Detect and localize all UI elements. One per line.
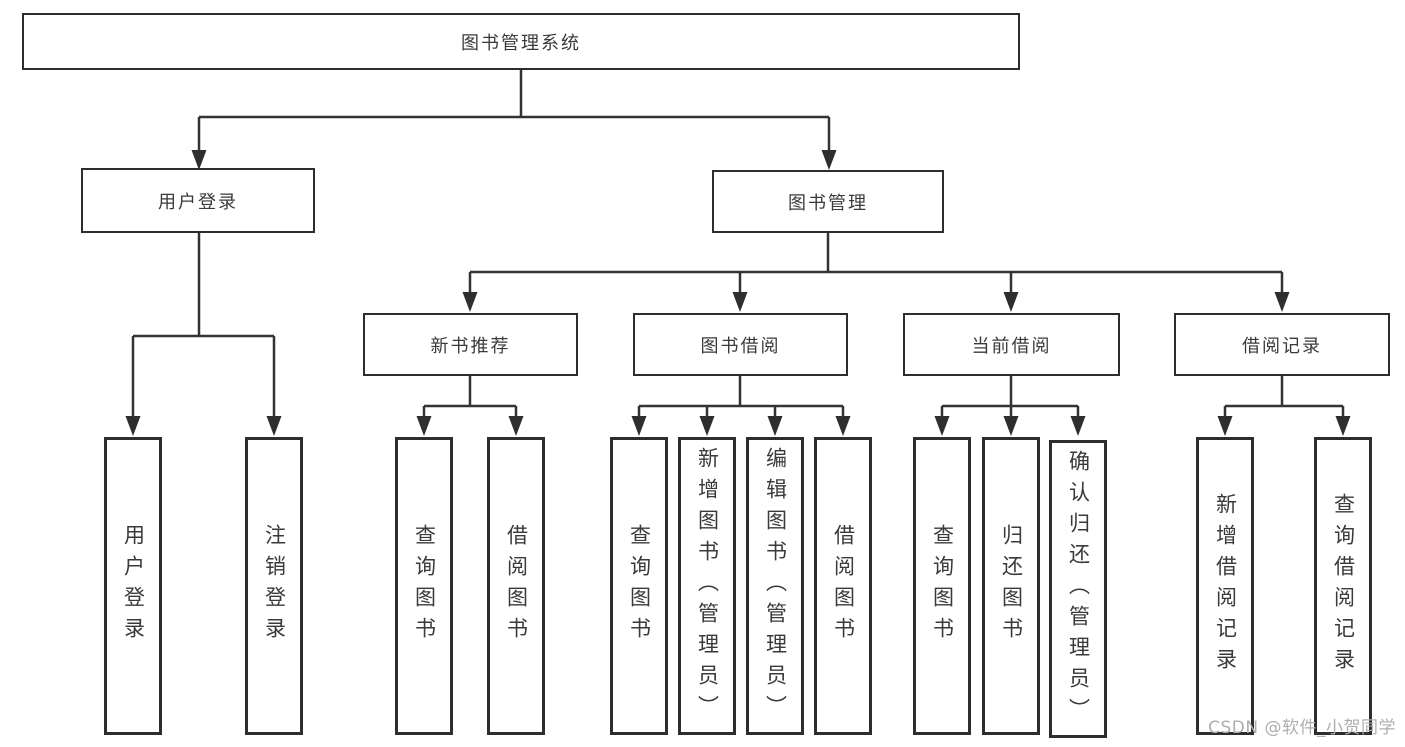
- leaf-confirm-return-admin: 确认归还（管理员）: [1049, 440, 1107, 738]
- node-book-management: 图书管理: [712, 170, 944, 233]
- node-current-borrowing: 当前借阅: [903, 313, 1120, 376]
- leaf-edit-books-admin: 编辑图书（管理员）: [746, 437, 804, 735]
- leaf-borrowing-borrow-books: 借阅图书: [814, 437, 872, 735]
- leaf-current-query-books: 查询图书: [913, 437, 971, 735]
- csdn-watermark: CSDN @软件_小贺同学: [1208, 718, 1396, 738]
- node-user-login: 用户登录: [81, 168, 315, 233]
- edge-book-management-branch: [462, 233, 1290, 312]
- leaf-return-books: 归还图书: [982, 437, 1040, 735]
- leaf-add-borrow-record: 新增借阅记录: [1196, 437, 1254, 735]
- edge-new-book-branch: [416, 376, 524, 436]
- leaf-recommend-query-books: 查询图书: [395, 437, 453, 735]
- edge-root-to-level2: [191, 70, 837, 170]
- edge-current-borrowing-branch: [934, 376, 1086, 436]
- node-borrow-records: 借阅记录: [1174, 313, 1390, 376]
- edge-user-login-branch: [125, 233, 282, 436]
- leaf-user-login: 用户登录: [104, 437, 162, 735]
- node-new-book-recommend: 新书推荐: [363, 313, 578, 376]
- leaf-add-books-admin: 新增图书（管理员）: [678, 437, 736, 735]
- leaf-borrowing-query-books: 查询图书: [610, 437, 668, 735]
- node-book-borrowing: 图书借阅: [633, 313, 848, 376]
- edge-book-borrowing-branch: [631, 376, 851, 436]
- leaf-query-borrow-record: 查询借阅记录: [1314, 437, 1372, 735]
- leaf-logout-login: 注销登录: [245, 437, 303, 735]
- edge-borrow-records-branch: [1217, 376, 1351, 436]
- node-root: 图书管理系统: [22, 13, 1020, 70]
- leaf-recommend-borrow-books: 借阅图书: [487, 437, 545, 735]
